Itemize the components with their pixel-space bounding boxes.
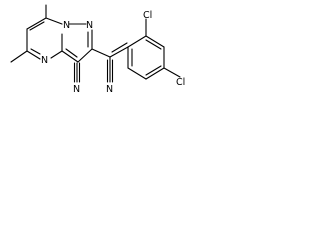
- bond-ring6-1-double: [29, 21, 45, 31]
- bond-ring6-3-double: [30, 48, 41, 55]
- atom-labels: N N N N N Cl Cl: [41, 10, 185, 95]
- atom-cl-right: Cl: [176, 77, 185, 88]
- bond-benz-4: [145, 67, 165, 80]
- bond-benz-2: [145, 35, 165, 48]
- atom-n-nitrile-1: N: [73, 84, 80, 95]
- bond-ring5-3: [77, 48, 93, 63]
- bond-chain-1: [91, 48, 111, 58]
- bond-ring6-4: [50, 50, 63, 59]
- bond-chain-2-double: [111, 42, 128, 53]
- bond-ring5-4-double: [65, 48, 78, 58]
- bond-ring6-3: [26, 50, 41, 60]
- bond-lines: [10, 4, 181, 83]
- atom-cl-top: Cl: [143, 10, 152, 21]
- bond-benz-4-double: [145, 65, 162, 76]
- bond-benz-1: [127, 35, 147, 48]
- chemical-structure-diagram: N N N N N Cl Cl: [10, 4, 185, 95]
- bond-ring6-1: [26, 17, 47, 30]
- atom-n-ring-right: N: [63, 20, 70, 31]
- bond-cl-right: [163, 67, 181, 78]
- atom-n-ring-left: N: [41, 55, 48, 66]
- bond-ring5-4: [61, 50, 79, 63]
- bond-methyl-left: [10, 50, 28, 63]
- bond-benz-5: [127, 67, 147, 80]
- atom-n-nitrile-2: N: [106, 84, 113, 95]
- bond-benz-2-double: [145, 39, 162, 50]
- atom-n-ring-mid: N: [86, 20, 93, 31]
- bond-ring6-6: [45, 17, 63, 25]
- bond-chain-2: [109, 46, 129, 58]
